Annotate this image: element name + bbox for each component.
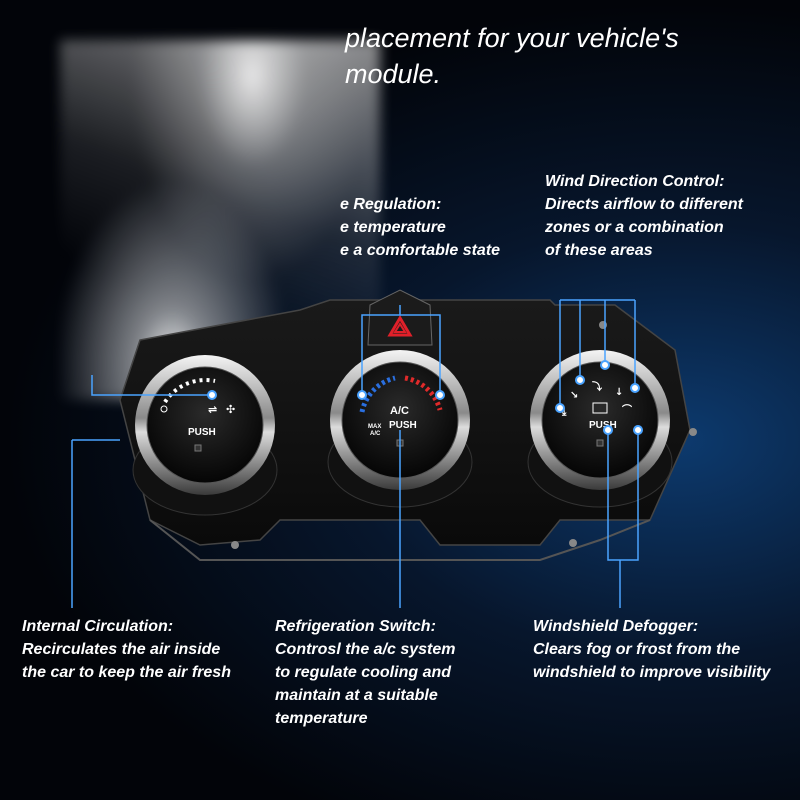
floor-defrost-icon: ⤓ bbox=[561, 407, 567, 418]
temperature-callout-line-1: e temperature bbox=[340, 219, 446, 236]
headline-line-2: module. bbox=[345, 59, 442, 89]
recirculation-icon: ⇌ bbox=[208, 403, 217, 416]
refrigeration-callout-line-3: maintain at a suitable bbox=[275, 687, 438, 704]
defogger-callout-line-2: windshield to improve visibility bbox=[533, 664, 771, 681]
refrigeration-callout-line-4: temperature bbox=[275, 710, 368, 727]
wind-callout-line-3: of these areas bbox=[545, 242, 653, 259]
headline: placement for your vehicle's module. bbox=[345, 20, 785, 92]
face-vent-icon: ↘ bbox=[570, 390, 578, 401]
headline-line-1: placement for your vehicle's bbox=[345, 23, 679, 53]
center-push-label: PUSH bbox=[389, 420, 417, 431]
hazard-triangle-icon bbox=[387, 315, 413, 337]
ac-label: A/C bbox=[390, 405, 409, 417]
fan-off-icon bbox=[160, 405, 168, 413]
internal-callout-title: Internal Circulation: bbox=[22, 618, 174, 635]
mount-tab-side bbox=[689, 428, 697, 436]
defogger-callout-line-1: Clears fog or frost from the bbox=[533, 641, 741, 658]
temperature-callout-title: e Regulation: bbox=[340, 196, 442, 213]
bilevel-icon: ⤵ bbox=[592, 380, 603, 393]
windshield-defrost-icon: ⌒ bbox=[621, 403, 632, 416]
rear-defrost-icon bbox=[592, 402, 608, 414]
max-ac-label: A/C bbox=[370, 431, 381, 437]
callout-lines bbox=[71, 299, 639, 608]
refrigeration-callout-line-1: Controsl the a/c system bbox=[275, 641, 456, 658]
fan-icon: ✣ bbox=[226, 403, 235, 416]
right-push-label: PUSH bbox=[589, 420, 617, 431]
wind-callout-line-2: zones or a combination bbox=[545, 219, 724, 236]
left-push-label: PUSH bbox=[188, 427, 216, 438]
internal-circulation-callout: Internal Circulation: Recirculates the a… bbox=[22, 615, 262, 684]
wind-direction-callout: Wind Direction Control: Directs airflow … bbox=[545, 170, 785, 262]
max-label: MAX bbox=[368, 424, 381, 430]
mount-tab-left bbox=[231, 541, 239, 549]
mode-knob[interactable]: ↘ ⤵ ↓ ⤓ ⌒ PUSH bbox=[527, 350, 673, 508]
refrigeration-callout-line-2: to regulate cooling and bbox=[275, 664, 452, 681]
temperature-callout-line-2: e a comfortable state bbox=[340, 242, 501, 259]
temperature-callout: e Regulation: e temperature e a comforta… bbox=[340, 193, 540, 262]
refrigeration-callout-title: Refrigeration Switch: bbox=[275, 618, 436, 635]
hazard-button[interactable] bbox=[367, 289, 433, 346]
wind-callout-line-1: Directs airflow to different bbox=[545, 196, 743, 213]
wind-callout-title: Wind Direction Control: bbox=[545, 173, 725, 190]
fan-speed-knob[interactable]: ⇌ ✣ PUSH bbox=[132, 355, 278, 516]
hot-scale bbox=[404, 375, 443, 411]
internal-callout-line-1: Recirculates the air inside bbox=[22, 641, 221, 658]
defogger-callout-title: Windshield Defogger: bbox=[533, 618, 699, 635]
housing-lower-edge bbox=[149, 519, 651, 561]
callout-dots bbox=[207, 360, 643, 435]
defogger-callout: Windshield Defogger: Clears fog or frost… bbox=[533, 615, 798, 684]
refrigeration-callout: Refrigeration Switch: Controsl the a/c s… bbox=[275, 615, 515, 730]
cold-scale bbox=[359, 375, 396, 413]
floor-icon: ↓ bbox=[615, 387, 623, 398]
internal-callout-line-2: the car to keep the air fresh bbox=[22, 664, 231, 681]
mount-tab-top bbox=[599, 321, 607, 329]
mount-tab-right bbox=[569, 539, 577, 547]
